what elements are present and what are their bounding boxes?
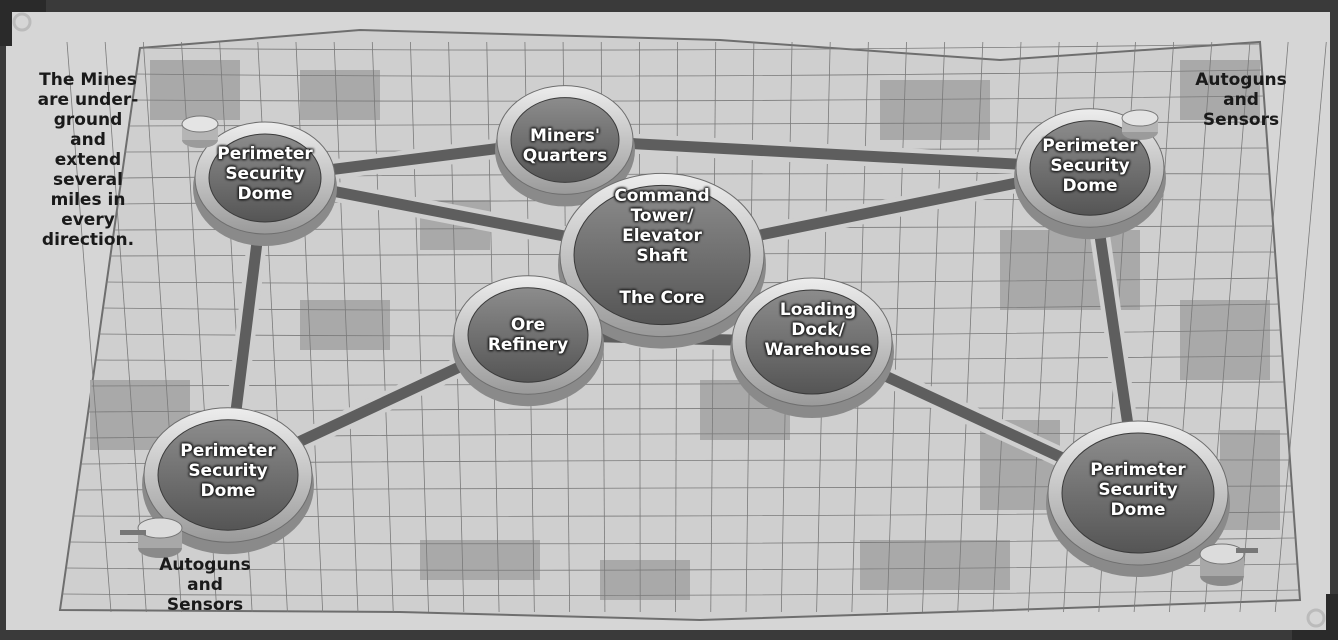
terrain-patch [860, 540, 1010, 590]
label-perimeter-sw: Perimeter Security Dome [163, 441, 293, 501]
corner-ornament-bottom-right [1292, 594, 1338, 640]
terrain-patch [300, 70, 380, 120]
label-ore-refinery: Ore Refinery [468, 315, 588, 355]
label-loading-dock: Loading Dock/ Warehouse [753, 300, 883, 360]
frame-top [0, 0, 1338, 12]
label-command-tower: Command Tower/ Elevator Shaft [592, 186, 732, 266]
corner-ornament-top-left [0, 0, 46, 46]
label-perimeter-ne: Perimeter Security Dome [1025, 136, 1155, 196]
terrain-patch [600, 560, 690, 600]
label-perimeter-nw: Perimeter Security Dome [200, 144, 330, 204]
terrain-patch [1180, 300, 1270, 380]
terrain-patch [1220, 430, 1280, 530]
frame-right [1330, 0, 1338, 640]
autoguns-sensors-note-sw: Autoguns and Sensors [150, 555, 260, 615]
autoguns-sensors-note-ne: Autoguns and Sensors [1186, 70, 1296, 130]
terrain-patch [150, 60, 240, 120]
label-perimeter-se: Perimeter Security Dome [1073, 460, 1203, 520]
label-miners-quarters: Miners' Quarters [505, 126, 625, 166]
frame-left [0, 0, 6, 640]
terrain-patch [420, 540, 540, 580]
mines-note: The Mines are under- ground and extend s… [28, 70, 148, 250]
frame-bottom [0, 630, 1338, 640]
label-the-core: The Core [602, 288, 722, 308]
terrain-patch [880, 80, 990, 140]
